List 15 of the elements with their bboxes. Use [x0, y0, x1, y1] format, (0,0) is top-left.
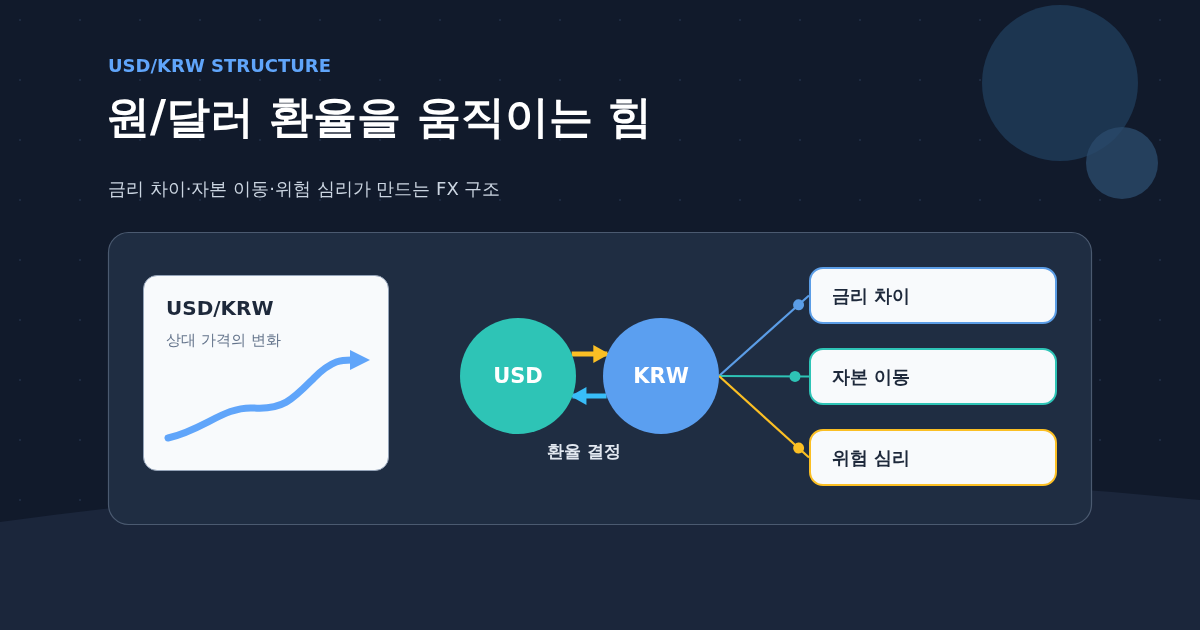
chart-card — [143, 275, 389, 471]
connector-line — [718, 375, 810, 459]
connector-line — [718, 294, 810, 377]
caption-text: 환율 결정 — [547, 440, 621, 463]
eyebrow-text: USD/KRW STRUCTURE — [108, 55, 331, 76]
factor-box: 위험 심리 — [809, 429, 1057, 486]
arrow — [571, 345, 610, 363]
factor-box: 자본 이동 — [809, 348, 1057, 405]
card-title: USD/KRW — [166, 296, 274, 320]
subtitle: 금리 차이·자본 이동·위험 심리가 만드는 FX 구조 — [108, 177, 501, 201]
title: 원/달러 환율을 움직이는 힘 — [106, 90, 653, 144]
card-subtitle: 상대 가격의 변화 — [166, 331, 281, 350]
arrow — [570, 387, 607, 405]
connector-line — [719, 370, 809, 382]
factor-box: 금리 차이 — [809, 267, 1057, 324]
